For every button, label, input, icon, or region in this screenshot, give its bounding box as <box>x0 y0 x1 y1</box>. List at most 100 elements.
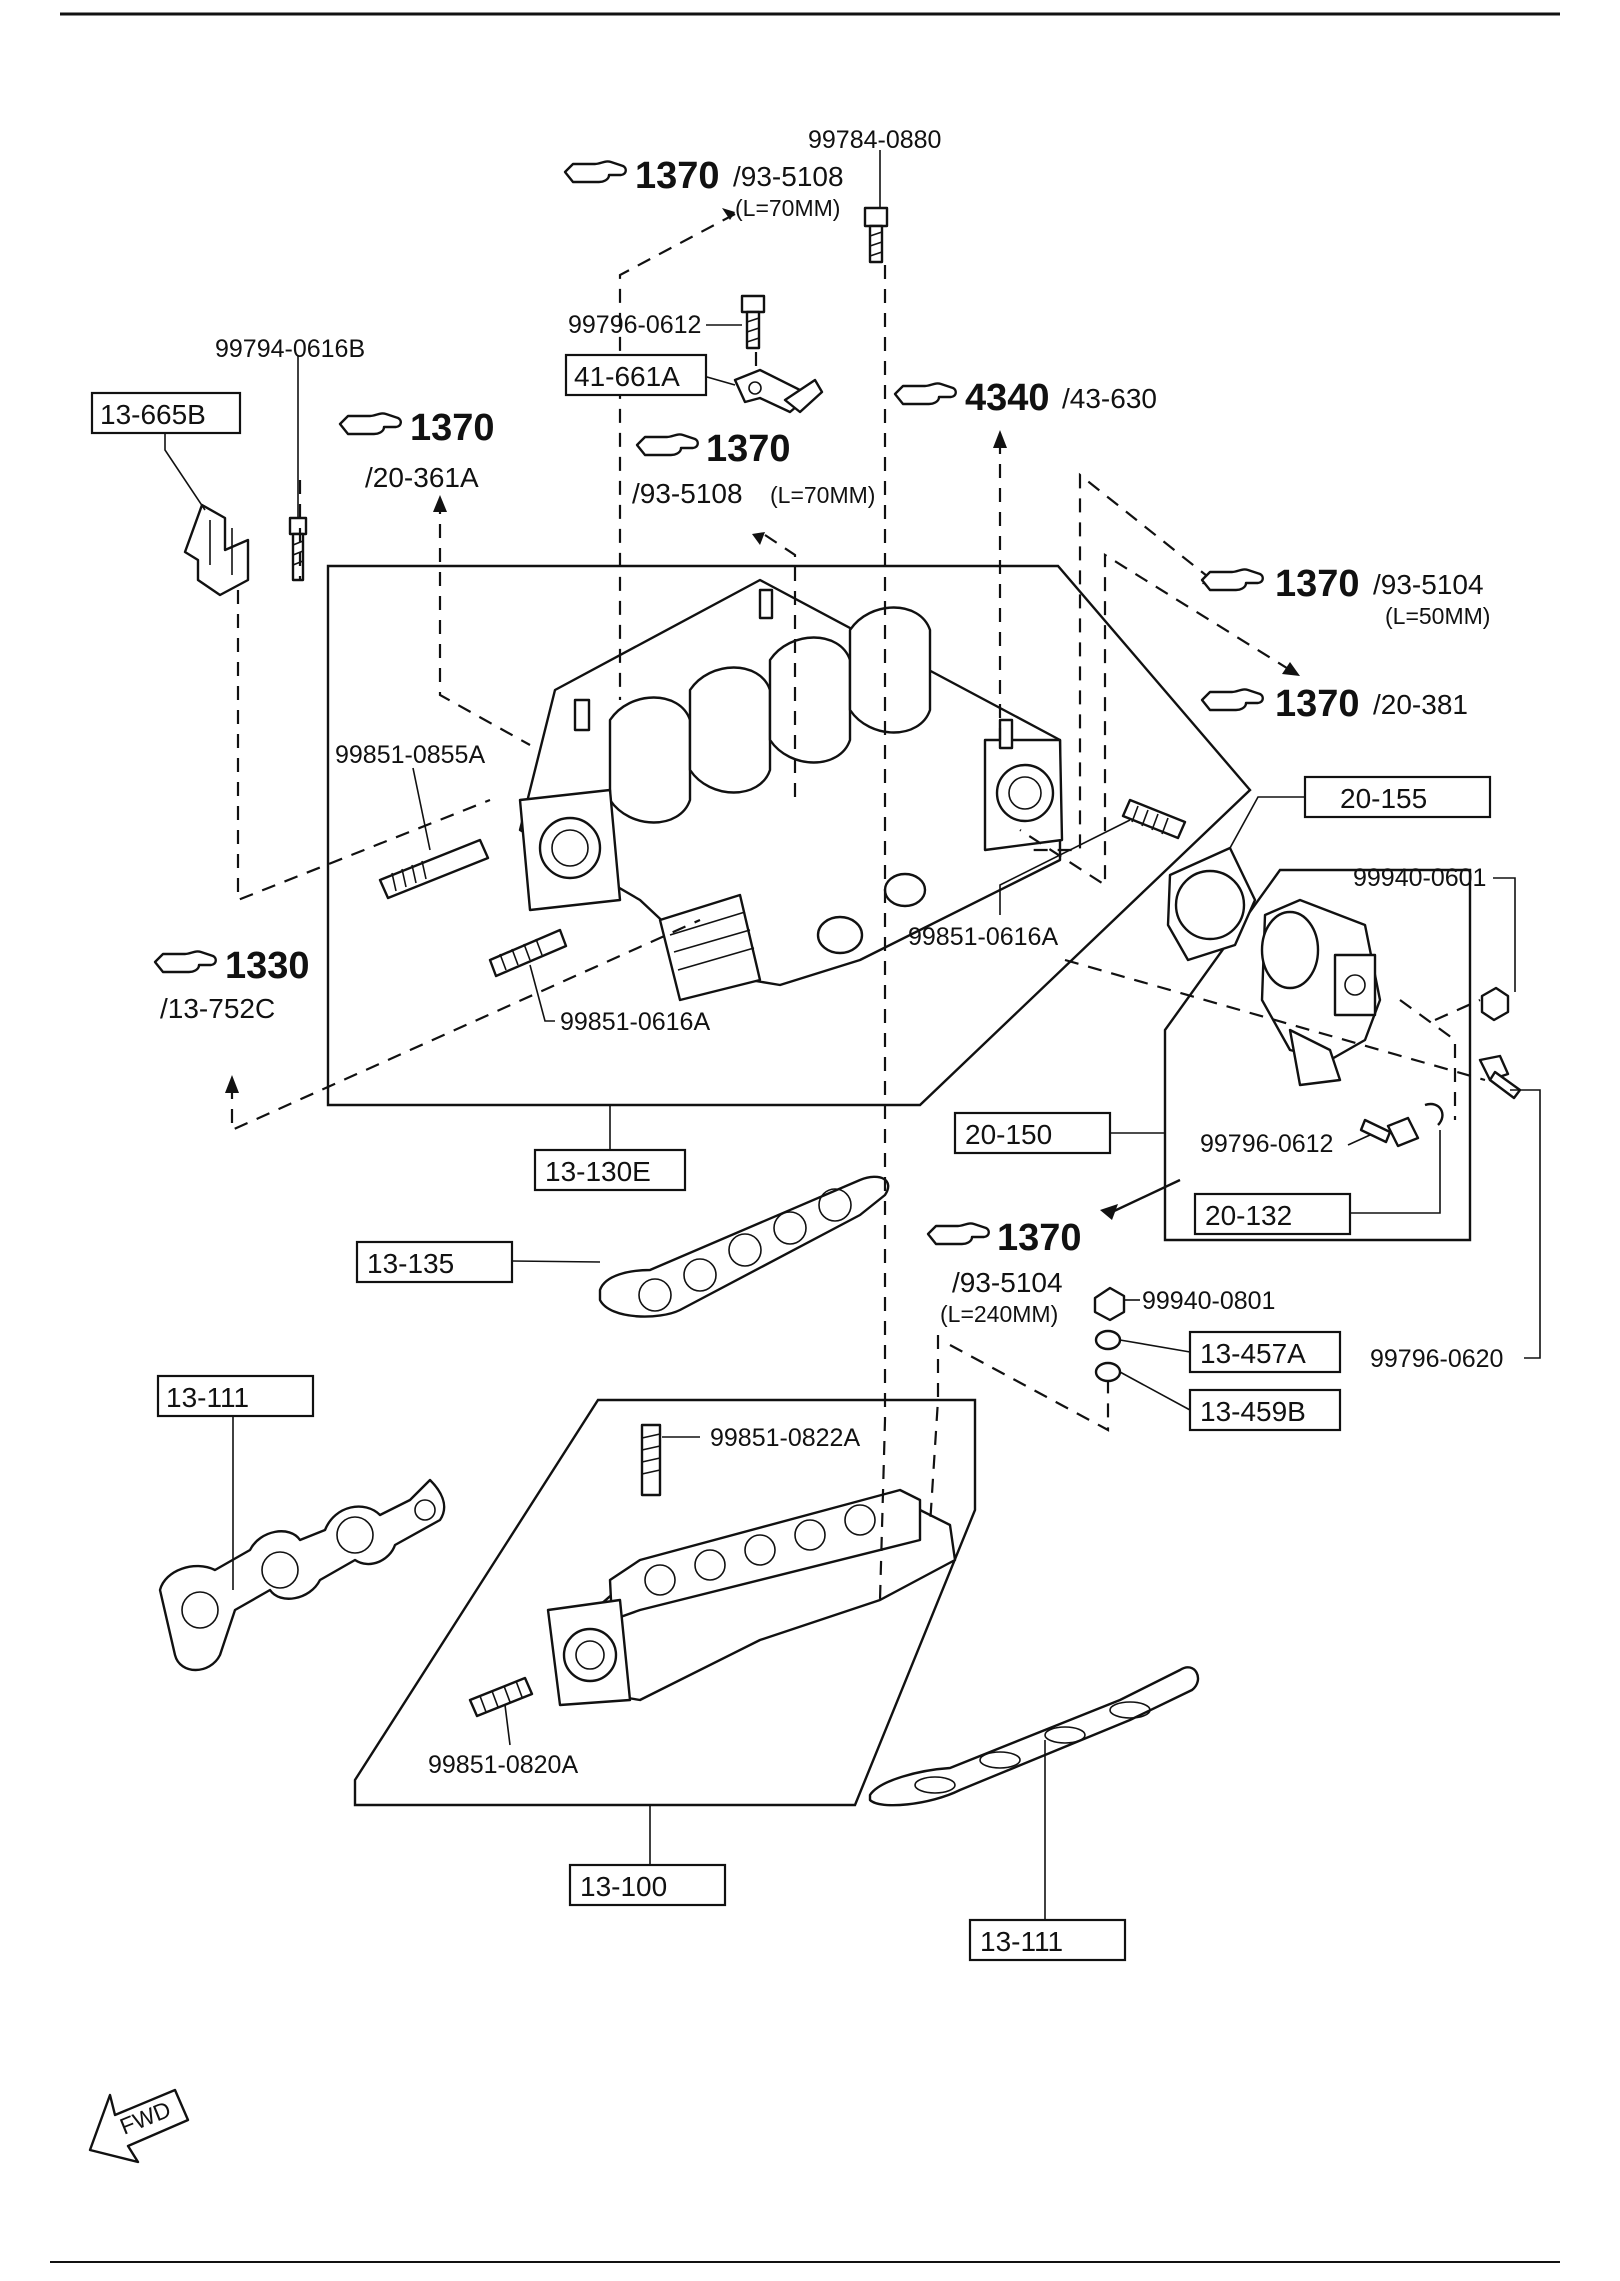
box-13-111-right: 13-111 <box>968 1918 1127 1962</box>
gasket-20-155 <box>1166 846 1257 962</box>
leader-0855A <box>412 767 431 851</box>
svg-text:/93-5104: /93-5104 <box>1373 569 1484 600</box>
pn-99794-0616B: 99794-0616B <box>215 335 365 363</box>
ref-callout-1: 1370 /93-5108 (L=70MM) <box>563 155 844 221</box>
ref-callout-5: 1370 /93-5104 (L=50MM) <box>1200 563 1490 629</box>
washer-13-457A <box>1094 1329 1122 1351</box>
leader-0616A-r <box>999 819 1131 915</box>
stud-99851-0820A <box>468 1676 534 1718</box>
pn-99851-0820A: 99851-0820A <box>428 1751 578 1779</box>
pn-99851-0855A: 99851-0855A <box>335 741 485 769</box>
bolt-99796-0612-throttle <box>1359 1116 1420 1148</box>
dash-ref2 <box>438 500 531 746</box>
arrowhead-8 <box>1100 1204 1118 1220</box>
svg-text:/13-752C: /13-752C <box>160 993 275 1024</box>
throttle-body-frame <box>1163 868 1472 1242</box>
pointing-hand-icon <box>1200 688 1264 712</box>
dash-ref3 <box>764 534 797 800</box>
nut-99940-0601 <box>1480 986 1510 1022</box>
box-20-150: 20-150 <box>953 1111 1112 1155</box>
svg-text:1370: 1370 <box>997 1217 1082 1259</box>
ref-callout-3: 1370 /93-5108 (L=70MM) <box>632 428 875 509</box>
leader-20-155 <box>1229 796 1305 849</box>
arrowhead-1 <box>722 208 735 220</box>
svg-text:1370: 1370 <box>635 155 720 197</box>
svg-text:20-132: 20-132 <box>1205 1200 1292 1231</box>
gasket-13-111-right <box>868 1666 1200 1807</box>
stud-99851-0855A <box>378 838 490 900</box>
box-13-100: 13-100 <box>568 1863 727 1907</box>
svg-text:20-155: 20-155 <box>1340 783 1427 814</box>
leader-0820A <box>504 1704 511 1746</box>
box-13-111-left: 13-111 <box>156 1374 315 1418</box>
pn-99851-0616A-left: 99851-0616A <box>560 1008 710 1036</box>
dash-ref1 <box>618 213 736 700</box>
pointing-hand-icon <box>1200 568 1264 592</box>
box-13-135: 13-135 <box>355 1240 514 1284</box>
ref-callout-4: 4340 /43-630 <box>893 377 1157 419</box>
leader-13-665B <box>164 433 206 511</box>
pointing-hand-icon <box>926 1222 990 1246</box>
arrowhead-3 <box>752 532 765 545</box>
box-20-155: 20-155 <box>1303 775 1492 819</box>
pn-99796-0612-top: 99796-0612 <box>568 311 701 339</box>
stud-99851-0616A-right <box>1121 798 1187 840</box>
fwd-arrow: FWD <box>88 2088 190 2164</box>
box-13-457A: 13-457A <box>1188 1330 1342 1374</box>
arrowhead-7 <box>225 1075 239 1093</box>
pn-99796-0612-throttle: 99796-0612 <box>1200 1130 1333 1158</box>
svg-text:1370: 1370 <box>1275 563 1360 605</box>
ref-callout-7: 1330 /13-752C <box>153 945 310 1024</box>
svg-text:1370: 1370 <box>1275 683 1360 725</box>
dash-bracket <box>236 590 491 902</box>
svg-text:/93-5108: /93-5108 <box>733 161 844 192</box>
svg-text:13-130E: 13-130E <box>545 1156 651 1187</box>
dash-ref8-washers <box>949 1344 1110 1432</box>
leader-0616A-l <box>529 964 555 1022</box>
svg-text:13-457A: 13-457A <box>1200 1338 1306 1369</box>
arrow-ref8-line <box>1111 1178 1181 1214</box>
dash-ref6 <box>1019 553 1291 888</box>
pointing-hand-icon <box>153 950 217 974</box>
svg-text:(L=240MM): (L=240MM) <box>940 1301 1058 1327</box>
svg-text:(L=50MM): (L=50MM) <box>1385 603 1490 629</box>
leader-20-132 <box>1350 1130 1441 1214</box>
box-13-459B: 13-459B <box>1188 1388 1342 1432</box>
washer-13-459B <box>1094 1361 1122 1383</box>
bolt-99794-0616B <box>288 516 308 582</box>
box-41-661A: 41-661A <box>564 353 708 397</box>
bolt-99796-0620 <box>1478 1054 1522 1100</box>
ref-callout-2: 1370 /20-361A <box>338 407 495 493</box>
leader-457A <box>1119 1339 1191 1353</box>
upper-intake-manifold <box>518 578 1064 1002</box>
pn-99940-0801: 99940-0801 <box>1142 1287 1275 1315</box>
dash-nut-0601 <box>1434 998 1481 1022</box>
leader-0601 <box>1493 877 1516 992</box>
pn-99796-0620: 99796-0620 <box>1370 1345 1503 1373</box>
dash-throttle-1 <box>1064 958 1486 1082</box>
clip-41-661A <box>733 368 824 414</box>
svg-text:/43-630: /43-630 <box>1062 383 1157 414</box>
pointing-hand-icon <box>635 433 699 457</box>
svg-text:13-459B: 13-459B <box>1200 1396 1306 1427</box>
upper-manifold-frame <box>326 564 1252 1107</box>
pointing-hand-icon <box>563 160 627 184</box>
dash-throttle-2 <box>1399 999 1457 1120</box>
svg-text:(L=70MM): (L=70MM) <box>735 195 840 221</box>
nut-99940-0801 <box>1093 1286 1126 1322</box>
svg-text:20-150: 20-150 <box>965 1119 1052 1150</box>
svg-text:/20-361A: /20-361A <box>365 462 479 493</box>
arrowhead-4 <box>993 430 1007 448</box>
pointing-hand-icon <box>338 412 402 436</box>
svg-text:13-100: 13-100 <box>580 1871 667 1902</box>
dash-ref7 <box>230 918 701 1132</box>
box-20-132: 20-132 <box>1193 1192 1352 1236</box>
ref-callout-6: 1370 /20-381 <box>1200 683 1468 725</box>
arrowhead-2 <box>433 495 447 512</box>
leader-13-135 <box>511 1260 601 1263</box>
dash-ref5 <box>1030 472 1213 852</box>
stud-99851-0616A-left <box>488 928 568 978</box>
ref-callout-8: 1370 /93-5104 (L=240MM) <box>926 1217 1082 1327</box>
pn-99784-0880: 99784-0880 <box>808 126 941 154</box>
